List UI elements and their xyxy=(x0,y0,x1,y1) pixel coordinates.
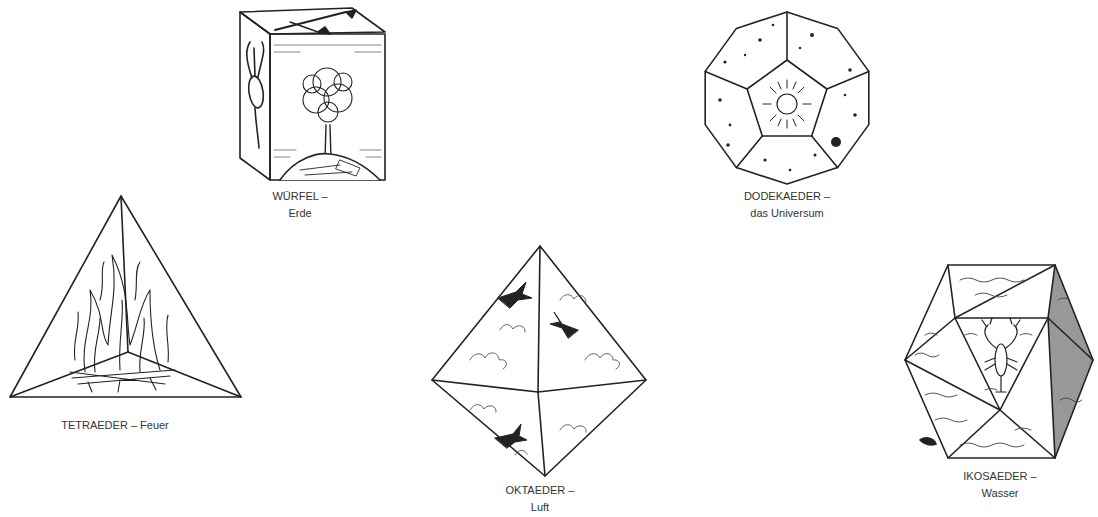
solid-caption: DODEKAEDER – das Universum xyxy=(737,188,837,222)
dodecahedron-figure xyxy=(705,12,869,184)
solid-caption: WÜRFEL – Erde xyxy=(268,188,333,222)
octahedron-figure xyxy=(432,246,646,476)
solid-caption: IKOSAEDER – Wasser xyxy=(958,468,1043,502)
icosahedron-figure xyxy=(905,265,1093,458)
solid-caption: TETRAEDER – Feuer xyxy=(61,417,169,434)
solid-caption: OKTAEDER – Luft xyxy=(500,482,580,516)
cube-figure xyxy=(240,8,385,180)
tetrahedron-figure xyxy=(10,196,241,397)
